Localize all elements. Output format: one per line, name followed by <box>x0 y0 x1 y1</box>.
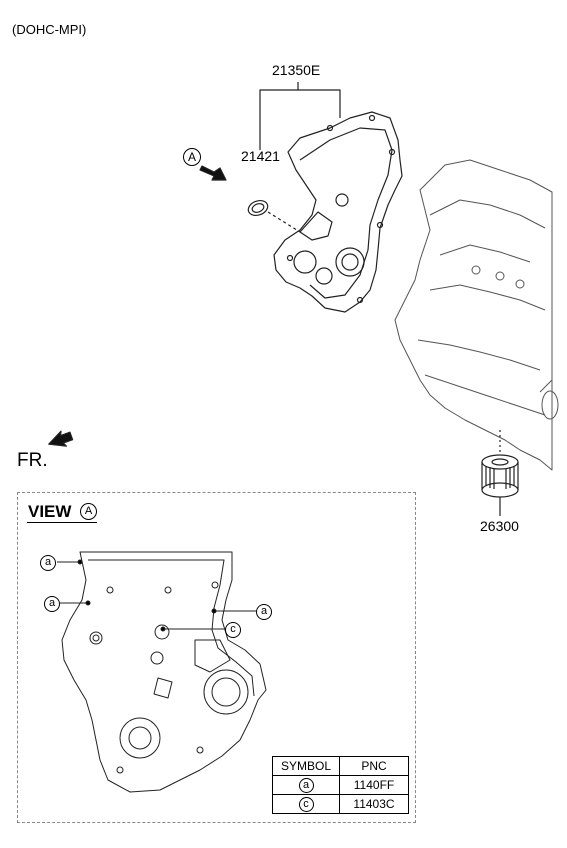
callout-symbol-c[interactable]: c <box>225 622 241 638</box>
oil-filter-drawing <box>481 430 519 516</box>
assy-bracket-leader <box>259 89 341 150</box>
callout-leaders <box>57 559 256 632</box>
view-marker-a: A <box>183 148 201 166</box>
legend-symbol-c: c <box>298 797 314 812</box>
legend-pnc-1140FF[interactable]: 1140FF <box>339 775 409 795</box>
part-number-21421[interactable]: 21421 <box>241 148 280 164</box>
symbol-pnc-legend-table: SYMBOL PNC a 1140FF c 11403C <box>272 756 409 814</box>
view-a-underline <box>27 522 97 523</box>
callout-symbol-a-left[interactable]: a <box>44 596 60 612</box>
legend-row: c 11403C <box>272 794 409 814</box>
part-number-21350E[interactable]: 21350E <box>272 62 321 78</box>
engine-variant-label: (DOHC-MPI) <box>12 22 87 37</box>
legend-row: a 1140FF <box>272 775 409 795</box>
part-number-26300[interactable]: 26300 <box>480 518 519 534</box>
legend-pnc-11403C[interactable]: 11403C <box>339 794 409 814</box>
legend-header-pnc: PNC <box>339 756 409 776</box>
engine-block-drawing <box>394 159 559 471</box>
view-a-panel <box>17 492 416 823</box>
view-a-title: VIEW <box>28 502 72 521</box>
view-a-marker: A <box>80 503 97 520</box>
oil-seal-drawing <box>247 199 301 233</box>
legend-header-symbol: SYMBOL <box>272 756 340 776</box>
callout-symbol-a-top[interactable]: a <box>40 555 56 571</box>
view-direction-arrow <box>199 165 227 181</box>
callout-symbol-a-right[interactable]: a <box>256 604 272 620</box>
front-direction-arrow <box>48 430 74 447</box>
timing-cover-drawing <box>273 111 403 313</box>
front-direction-label: FR. <box>17 450 48 471</box>
legend-symbol-a: a <box>298 778 314 793</box>
legend-header-row: SYMBOL PNC <box>272 756 409 776</box>
